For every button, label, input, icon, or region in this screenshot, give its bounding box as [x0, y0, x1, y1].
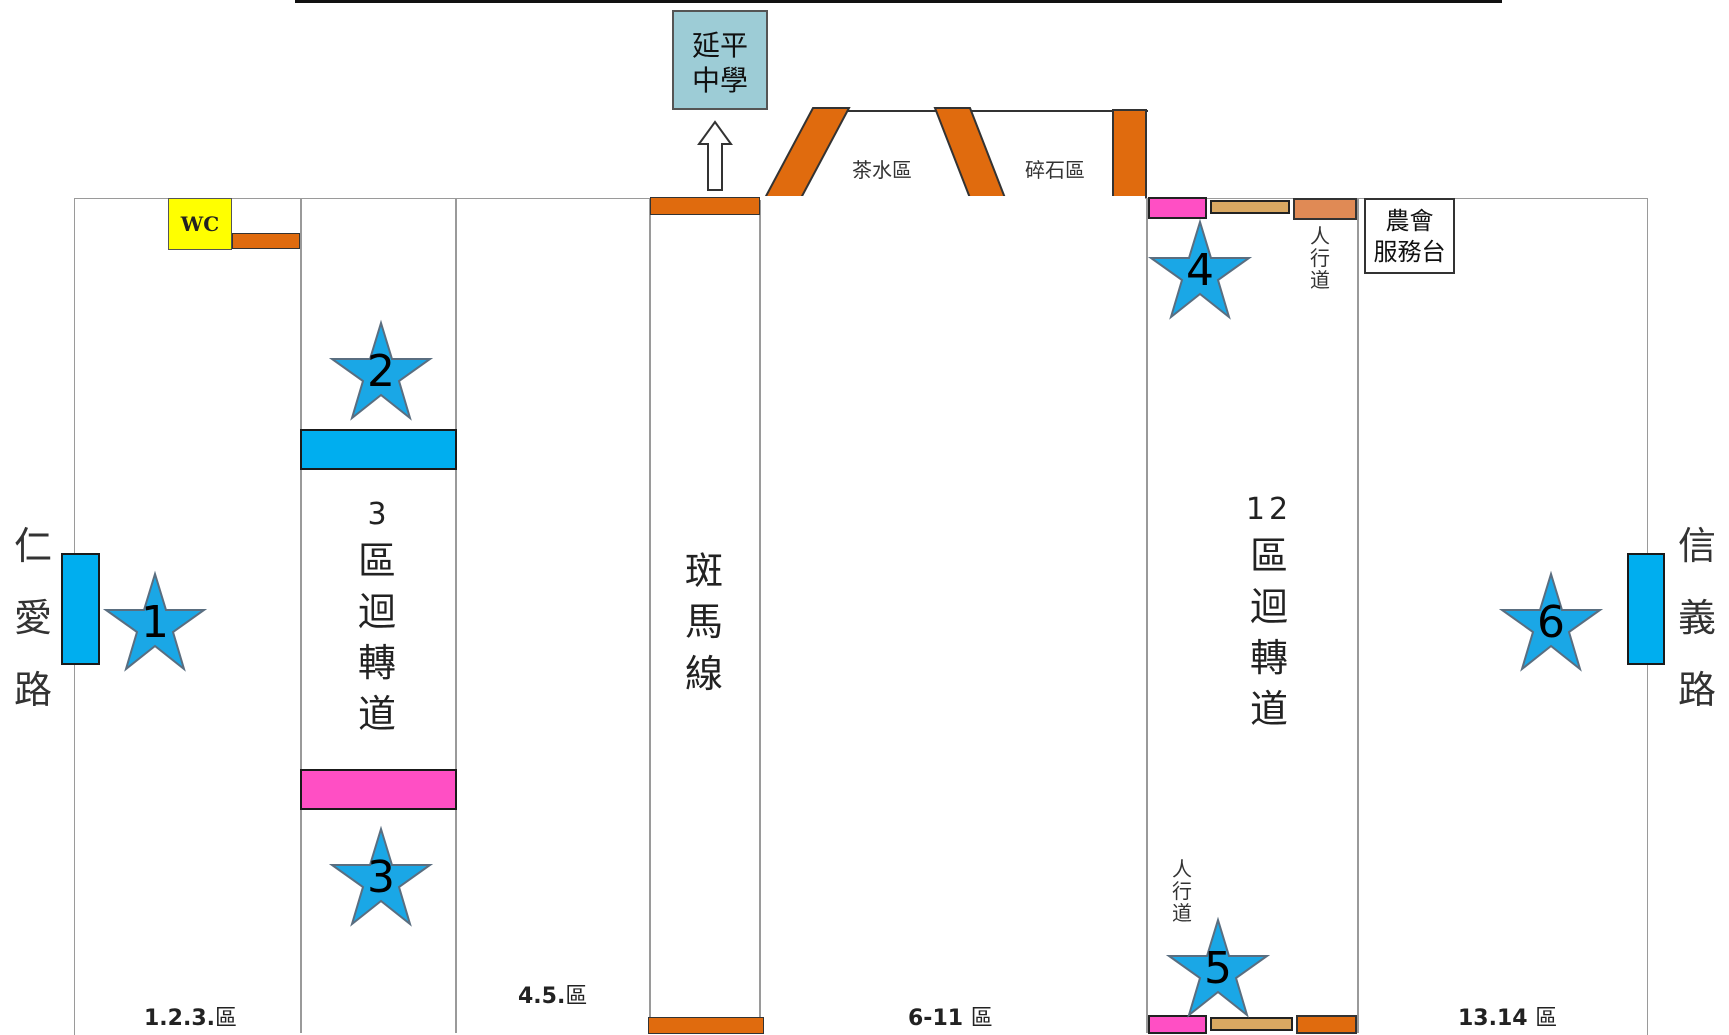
zone-label-1-2-3: 1.2.3.區	[144, 1000, 237, 1032]
farmers-desk-line2: 服務台	[1373, 238, 1446, 267]
zone-number: 6-11	[908, 1006, 971, 1031]
pink-barrier-top	[1148, 197, 1207, 219]
star-marker-1: 1	[102, 570, 208, 672]
farmers-service-desk: 農會 服務台	[1364, 198, 1455, 274]
crosswalk-bottom-barrier	[648, 1017, 764, 1034]
zone-suffix: 區	[970, 1006, 993, 1031]
zone-number: 4.5.	[518, 984, 566, 1009]
zone-number: 1.2.3.	[144, 1006, 215, 1031]
zone-suffix: 區	[215, 1006, 238, 1031]
uturn12-char: 12	[1245, 492, 1293, 527]
gravel-area-label: 碎石區	[1025, 158, 1085, 182]
uturn12-char: 區	[1249, 533, 1288, 578]
road-char: 路	[13, 668, 52, 713]
star-number: 1	[141, 596, 169, 648]
tan-barrier-bottom	[1210, 1017, 1293, 1031]
uturn12-char: 轉	[1249, 636, 1288, 681]
star-marker-2: 2	[328, 319, 434, 421]
sidewalk-char: 行	[1310, 246, 1330, 270]
right-gate-blue-bar	[1627, 553, 1665, 665]
crosswalk-char: 馬	[684, 600, 723, 645]
crosswalk-char: 斑	[684, 549, 723, 593]
star-icon	[1165, 916, 1271, 1018]
top-gap-mask	[760, 196, 1145, 200]
star-marker-6: 6	[1498, 570, 1604, 672]
star-icon	[328, 825, 434, 927]
star-icon	[1498, 570, 1604, 672]
wc-label: WC	[180, 212, 220, 236]
sidewalk-label-lower: 人 行 道	[1170, 858, 1194, 924]
crosswalk-label: 斑 馬 線	[679, 546, 729, 700]
uturn3-label: 3 區 迴 轉 道	[352, 495, 402, 741]
divider-2	[455, 198, 457, 1033]
crosswalk-char: 線	[684, 651, 723, 696]
zone-label-4-5: 4.5.區	[518, 978, 587, 1010]
tea-gravel-structure-top-edge	[846, 110, 1148, 112]
star-icon	[102, 570, 208, 672]
star-marker-4: 4	[1147, 218, 1253, 320]
arrow-up-icon	[697, 120, 733, 191]
uturn3-char: 3	[367, 497, 387, 532]
top-border-line	[295, 0, 1502, 3]
road-right-label: 信 義 路	[1672, 510, 1722, 727]
zone-suffix: 區	[565, 984, 588, 1009]
uturn12-label: 12 區 迴 轉 道	[1244, 490, 1294, 736]
divider-5	[1146, 198, 1148, 1033]
star-number: 5	[1204, 942, 1232, 994]
road-char: 愛	[13, 596, 52, 641]
school-gate-barrier	[650, 197, 760, 215]
orange-barrier-top-right	[1293, 198, 1357, 220]
divider-4	[759, 198, 761, 1033]
star-icon	[328, 319, 434, 421]
uturn12-char: 迴	[1249, 584, 1288, 629]
sidewalk-char: 道	[1172, 901, 1192, 925]
star-number: 4	[1186, 244, 1214, 296]
star-number: 6	[1537, 596, 1565, 648]
farmers-desk-line1: 農會	[1385, 207, 1434, 235]
sidewalk-label-top: 人 行 道	[1308, 225, 1332, 291]
uturn3-pink-barrier	[300, 769, 457, 810]
zone-label-6-11: 6-11 區	[908, 1000, 993, 1032]
uturn3-char: 道	[357, 692, 396, 737]
sidewalk-char: 人	[1172, 857, 1192, 881]
uturn3-char: 迴	[357, 589, 396, 634]
tan-barrier-top	[1210, 200, 1290, 214]
tea-gravel-slanted-walls	[765, 107, 1147, 199]
divider-3	[649, 198, 651, 1033]
road-char: 路	[1677, 668, 1716, 713]
zone-suffix: 區	[1535, 1006, 1558, 1031]
tea-area-label: 茶水區	[852, 158, 912, 182]
orange-barrier-bottom-right	[1296, 1015, 1357, 1034]
divider-6	[1357, 198, 1359, 1033]
zone-label-13-14: 13.14 區	[1458, 1000, 1557, 1032]
divider-1	[300, 198, 302, 1033]
wc-barrier	[232, 233, 300, 249]
star-number: 2	[367, 345, 395, 397]
uturn3-char: 區	[357, 538, 396, 583]
star-icon	[1147, 218, 1253, 320]
sidewalk-char: 行	[1172, 879, 1192, 903]
school-box: 延平 中學	[672, 10, 768, 110]
left-gate-blue-bar	[61, 553, 100, 665]
school-name-line2: 中學	[691, 64, 748, 97]
star-marker-3: 3	[328, 825, 434, 927]
uturn12-char: 道	[1249, 687, 1288, 732]
zone-number: 13.14	[1458, 1006, 1536, 1031]
sidewalk-char: 道	[1310, 268, 1330, 292]
road-char: 信	[1677, 524, 1716, 568]
road-left-label: 仁 愛 路	[8, 510, 58, 727]
road-char: 仁	[13, 524, 52, 568]
star-marker-5: 5	[1165, 916, 1271, 1018]
school-name-line1: 延平	[691, 29, 748, 62]
road-char: 義	[1677, 596, 1716, 641]
star-number: 3	[367, 851, 395, 903]
uturn3-blue-barrier	[300, 429, 457, 470]
main-area-frame	[74, 198, 1648, 1035]
sidewalk-char: 人	[1310, 224, 1330, 248]
uturn3-char: 轉	[357, 641, 396, 686]
wc-box: WC	[168, 198, 232, 250]
